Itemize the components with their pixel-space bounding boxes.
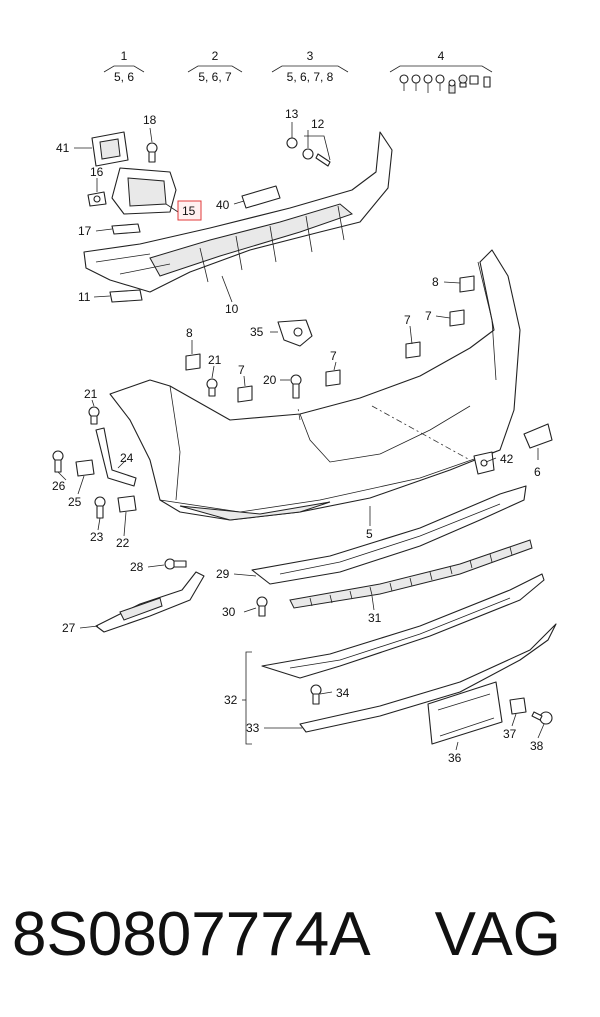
bumper-cover-5 [109, 249, 521, 521]
callout-33: 33 [246, 721, 260, 735]
group-id-3: 3 [307, 49, 314, 63]
callout-17: 17 [78, 224, 92, 238]
side-bracket-24 [95, 427, 137, 487]
dash-reference-lines [297, 405, 471, 461]
brand-name: VAG [434, 900, 561, 969]
callout-22: 22 [116, 536, 130, 550]
callout-32: 32 [224, 693, 238, 707]
callout-16: 16 [90, 165, 104, 179]
callout-6: 6 [534, 465, 541, 479]
fastener-set-icon [399, 74, 491, 94]
nut-37 [509, 697, 527, 715]
clip-11 [109, 289, 143, 303]
callout-15-highlight: 15 [177, 200, 202, 221]
callout-7-mid: 7 [404, 313, 411, 327]
clips-7-8 [185, 275, 475, 403]
bumper-carrier-10 [83, 131, 393, 293]
callout-18: 18 [143, 113, 157, 127]
callout-11: 11 [78, 290, 91, 304]
damper-40 [241, 185, 281, 209]
callout-31: 31 [368, 611, 382, 625]
callout-7-right: 7 [425, 309, 432, 323]
screw-18 [146, 142, 158, 163]
clip-17 [111, 223, 141, 235]
group-id-2: 2 [212, 49, 219, 63]
callout-29: 29 [216, 567, 230, 581]
part-number: 8S0807774A [12, 900, 371, 969]
group-sub-2: 5, 6, 7 [198, 70, 232, 84]
callout-15: 15 [182, 204, 196, 218]
callout-27: 27 [62, 621, 76, 635]
nut-22 [117, 495, 137, 513]
screw-28 [164, 558, 187, 570]
callout-25: 25 [68, 495, 82, 509]
callout-42: 42 [500, 452, 514, 466]
grille-31 [289, 539, 533, 609]
bolt-34 [310, 684, 322, 705]
nut-13 [286, 137, 298, 149]
bolt-20 [290, 374, 302, 399]
group-sub-3: 5, 6, 7, 8 [287, 70, 334, 84]
group-label-3: 3 5, 6, 7, 8 [271, 49, 349, 84]
group-label-1: 1 5, 6 [103, 49, 145, 84]
callout-8-left: 8 [186, 326, 193, 340]
callout-23: 23 [90, 530, 104, 544]
callout-20: 20 [263, 373, 277, 387]
screw-26 [52, 450, 64, 473]
callout-41: 41 [56, 141, 70, 155]
callout-34: 34 [336, 686, 350, 700]
callout-30: 30 [222, 605, 236, 619]
bracket-42 [473, 451, 495, 475]
group-id-1: 1 [121, 49, 128, 63]
cap-6 [523, 423, 553, 449]
group-sub-1: 5, 6 [114, 70, 134, 84]
part-number-footer: 8S0807774A VAG [12, 895, 561, 975]
bolt-12 [302, 148, 331, 167]
callout-35: 35 [250, 325, 264, 339]
callout-5: 5 [366, 527, 373, 541]
shim-35 [277, 319, 313, 347]
callout-8-right: 8 [432, 275, 439, 289]
bracket-41 [91, 131, 129, 167]
screw-23 [94, 496, 106, 519]
screw-38 [531, 711, 553, 725]
diffuser-32 [261, 573, 545, 679]
group-label-2: 2 5, 6, 7 [187, 49, 243, 84]
callout-37: 37 [503, 727, 517, 741]
callout-21-left: 21 [84, 387, 98, 401]
callout-28: 28 [130, 560, 144, 574]
callout-26: 26 [52, 479, 66, 493]
callout-labels: 41 18 16 15 17 11 10 40 13 12 8 7 7 35 8… [52, 107, 544, 765]
group-id-4: 4 [438, 49, 445, 63]
callout-13: 13 [285, 107, 299, 121]
diffuser-29 [251, 485, 527, 585]
clips-21 [88, 378, 218, 425]
plate-carrier-36 [427, 681, 503, 745]
guide-15 [111, 167, 177, 215]
bolt-30 [256, 596, 268, 617]
callout-7-center: 7 [330, 349, 337, 363]
callout-7-left: 7 [238, 363, 245, 377]
leader-lines [57, 122, 545, 751]
guide-27 [95, 571, 205, 633]
group-label-4: 4 [389, 49, 493, 94]
callout-12: 12 [311, 117, 325, 131]
callout-36: 36 [448, 751, 462, 765]
callout-10: 10 [225, 302, 239, 316]
clip-16 [87, 191, 107, 207]
bracket-group-32 [245, 651, 252, 745]
callout-38: 38 [530, 739, 544, 753]
callout-21-top: 21 [208, 353, 222, 367]
callout-40: 40 [216, 198, 230, 212]
trim-strip-33 [299, 623, 557, 733]
nut-25 [75, 459, 95, 477]
callout-24: 24 [120, 451, 134, 465]
